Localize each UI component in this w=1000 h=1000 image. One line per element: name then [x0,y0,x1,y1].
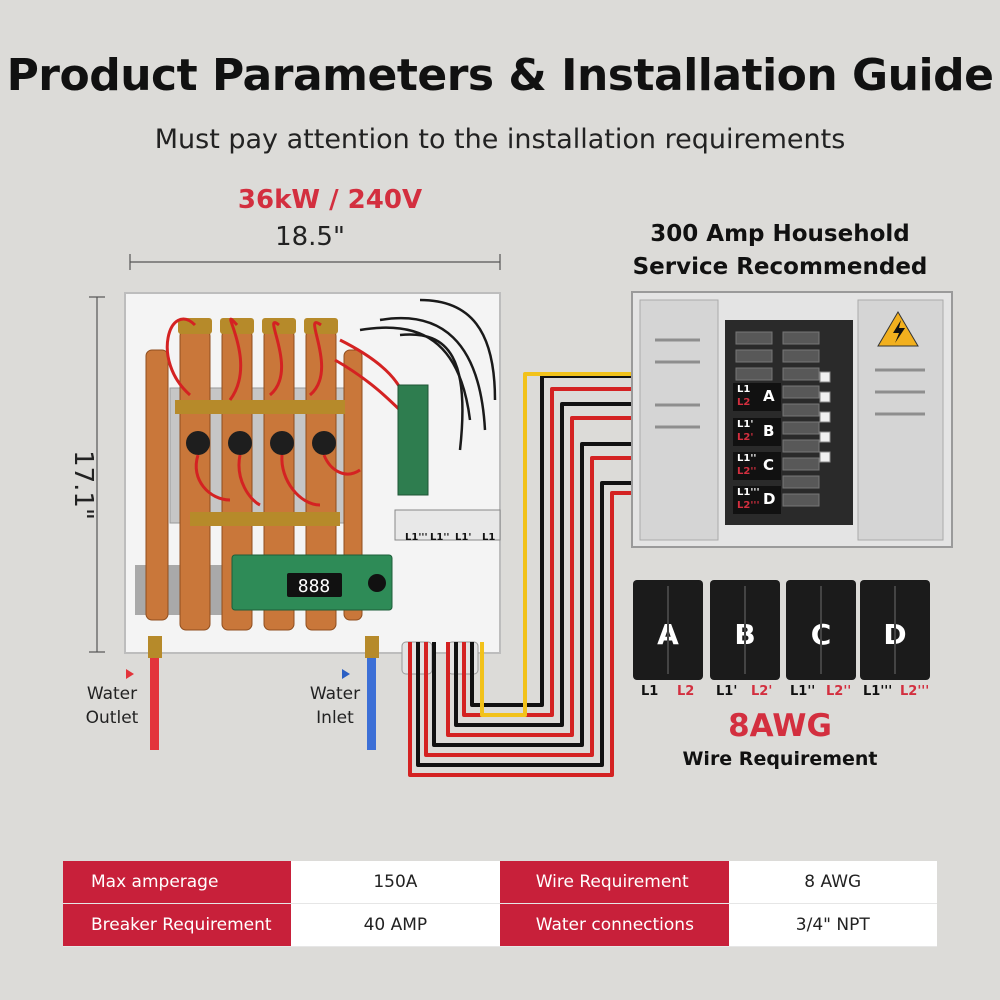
panel-slot-c: L1'' L2'' C [733,452,781,480]
wire-gauge: 8AWG [728,708,832,744]
water-inlet-text: Water Inlet [309,684,361,728]
water-outlet-text: Water Outlet [85,684,139,728]
outlet-pipe [150,658,159,750]
inlet-pipe [367,658,376,750]
water-fittings [148,636,379,658]
led-display [287,573,342,597]
panel-slot-a-letter: A [763,387,775,405]
water-inlet-label: Water Inlet [304,682,366,730]
breaker-d-l2: L2''' [900,684,930,699]
breaker-b: B [710,580,780,680]
breaker-a-l2: L2 [677,684,695,699]
panel-slot-c-l2: L2'' [737,466,757,477]
panel-slot-b-l2: L2' [737,432,754,443]
spec-label: Max amperage [63,861,291,904]
display-digits: 888 [298,576,331,597]
breaker-a: A [633,580,703,680]
copper-heating-chambers [145,318,363,631]
panel-slot-b-letter: B [763,422,775,440]
terminal-label-3: L1' [455,532,471,543]
panel-slot-d-l1: L1''' [737,487,760,498]
height-dimension-line [89,296,105,653]
breaker-d: D [860,580,930,680]
terminal-label-2: L1'' [430,532,449,543]
electrical-panel [631,291,953,548]
page-subtitle: Must pay attention to the installation r… [154,124,846,155]
width-dimension-line [129,254,501,270]
panel-slot-d-l2: L2''' [737,500,760,511]
panel-slot-a: L1 L2 A [733,383,781,411]
table-row: Breaker Requirement 40 AMP Water connect… [63,903,937,947]
spec-label: Wire Requirement [499,861,729,904]
breaker-b-l2: L2' [751,684,773,699]
power-spec: 36kW / 240V [237,185,423,215]
panel-slot-c-l1: L1'' [737,453,757,464]
wire-requirement-caption: Wire Requirement [682,748,878,770]
panel-slot-b-l1: L1' [737,419,754,430]
breaker-c-l2: L2'' [826,684,852,699]
breaker-c-l1: L1'' [790,684,816,699]
terminal-block [394,509,501,541]
terminal-label-4: L1 [482,532,495,543]
water-heater-unit: 888 L1''' L1'' L1' L1 [124,292,501,750]
black-internal-wiring [359,298,497,451]
panel-slot-c-letter: C [763,456,775,474]
installation-diagram: 888 L1''' L1'' L1' L1 [89,254,953,777]
width-dimension: 18.5" [275,222,345,252]
panel-slot-b: L1' L2' B [733,418,781,446]
spec-label: Water connections [499,903,729,947]
outlet-arrow-icon [126,669,134,679]
breaker-b-l1: L1' [716,684,738,699]
panel-requirement: 300 Amp Household Service Recommended [600,218,960,284]
spec-value: 3/4" NPT [728,903,937,947]
terminal-label-1: L1''' [405,532,428,543]
specs-table: Max amperage 150A Wire Requirement 8 AWG… [63,861,937,947]
spec-value: 8 AWG [728,861,937,904]
thermal-cutoffs [186,431,336,455]
control-knob [368,574,386,592]
table-row: Max amperage 150A Wire Requirement 8 AWG [63,861,937,904]
panel-slot-a-l1: L1 [737,384,751,395]
breaker-c: C [786,580,856,680]
panel-requirement-line2: Service Recommended [632,254,928,280]
spec-value: 40 AMP [290,903,500,947]
breaker-d-l1: L1''' [863,684,893,699]
panel-slot-a-l2: L2 [737,397,751,408]
panel-requirement-line1: 300 Amp Household [650,221,910,247]
breaker-a-l1: L1 [641,684,659,699]
inlet-arrow-icon [342,669,350,679]
water-outlet-label: Water Outlet [78,682,146,730]
page-title: Product Parameters & Installation Guide [6,50,994,101]
relay-board [397,384,429,496]
spec-value: 150A [290,861,500,904]
panel-slot-d: L1''' L2''' D [733,486,781,514]
panel-slot-d-letter: D [763,490,776,508]
spec-label: Breaker Requirement [63,903,291,947]
